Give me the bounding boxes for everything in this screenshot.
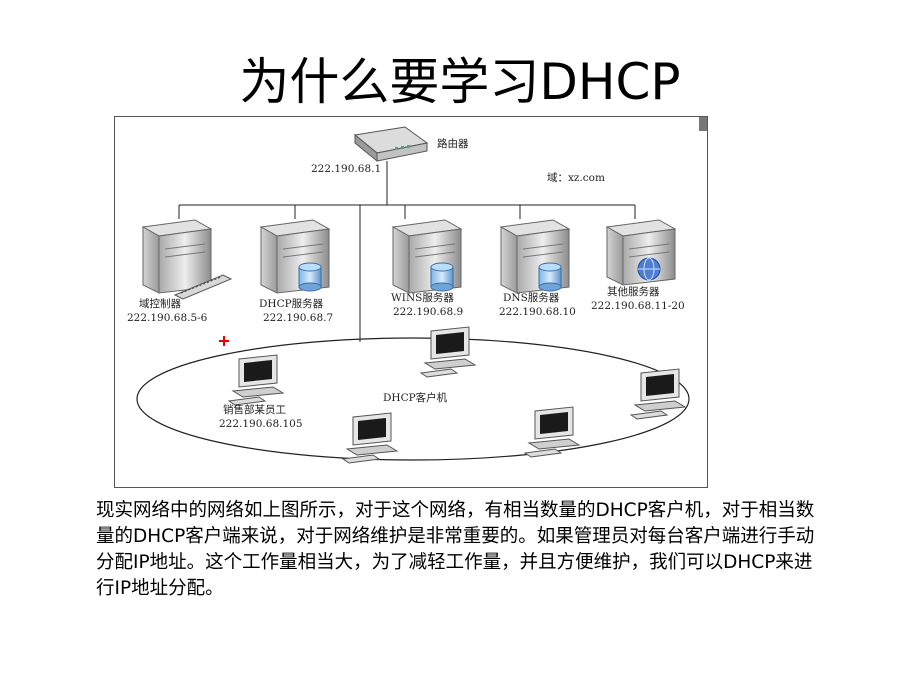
server-name-2: DHCP服务器 <box>259 297 324 310</box>
server-ip-3: 222.190.68.9 <box>393 306 463 318</box>
client-pc-icon <box>523 406 581 458</box>
network-diagram-svg: 路由器 222.190.68.1 域：xz.com 域控制器 222.190.6… <box>127 117 707 464</box>
server-name-1: 域控制器 <box>139 297 181 310</box>
client-pc-icon <box>227 354 285 406</box>
router-icon <box>353 126 429 163</box>
router-label: 路由器 <box>437 137 469 150</box>
network-diagram: 路由器 222.190.68.1 域：xz.com 域控制器 222.190.6… <box>114 116 708 488</box>
server-ip-5: 222.190.68.11-20 <box>591 300 685 312</box>
client-example-ip: 222.190.68.105 <box>219 418 303 430</box>
domain-controller-icon <box>141 219 233 300</box>
server-name-5: 其他服务器 <box>607 285 660 298</box>
server-ip-2: 222.190.68.7 <box>263 312 333 324</box>
body-paragraph: 现实网络中的网络如上图所示，对于这个网络，有相当数量的DHCP客户机，对于相当数… <box>96 500 815 599</box>
server-ip-4: 222.190.68.10 <box>499 306 576 318</box>
client-group-label: DHCP客户机 <box>383 391 448 404</box>
client-pc-icon <box>419 326 477 378</box>
server-name-4: DNS服务器 <box>503 291 560 304</box>
client-network-ellipse <box>136 337 690 461</box>
other-servers-icon <box>605 219 677 286</box>
server-ip-1: 222.190.68.5-6 <box>127 312 208 324</box>
router-ip: 222.190.68.1 <box>311 163 381 175</box>
client-example-name: 销售部某员工 <box>223 403 286 416</box>
slide-title: 为什么要学习DHCP <box>239 53 681 111</box>
client-pc-icon <box>629 368 687 420</box>
server-name-3: WINS服务器 <box>391 291 454 304</box>
domain-label: 域：xz.com <box>547 171 605 184</box>
network-wiring <box>178 161 636 342</box>
client-pc-icon <box>341 412 399 464</box>
red-plus-icon <box>219 336 229 346</box>
dhcp-server-icon <box>259 219 331 294</box>
scrollbar-thumb <box>699 117 707 131</box>
dns-server-icon <box>499 219 571 294</box>
wins-server-icon <box>391 219 463 294</box>
